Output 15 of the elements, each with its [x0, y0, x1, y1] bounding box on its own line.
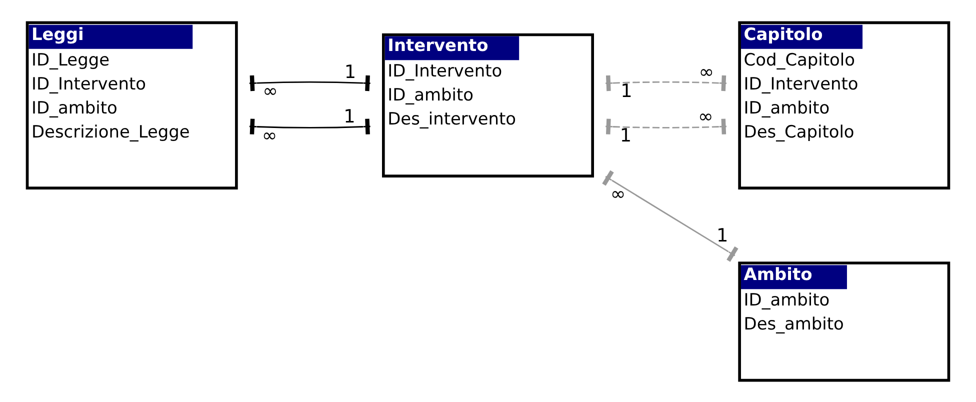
- label: ∞: [698, 106, 714, 127]
- label: 1: [716, 225, 728, 246]
- connector: [606, 118, 726, 134]
- label: 1: [620, 80, 632, 102]
- label: 1: [620, 125, 632, 146]
- label: 1: [344, 61, 356, 82]
- label: 1: [344, 106, 356, 127]
- label: ∞: [610, 184, 626, 205]
- label: ∞: [262, 80, 278, 102]
- connector: [249, 118, 370, 134]
- connector: [606, 74, 726, 91]
- label: ∞: [262, 125, 278, 146]
- connector: [602, 170, 738, 262]
- label: ∞: [698, 61, 714, 82]
- connector: [249, 74, 370, 91]
